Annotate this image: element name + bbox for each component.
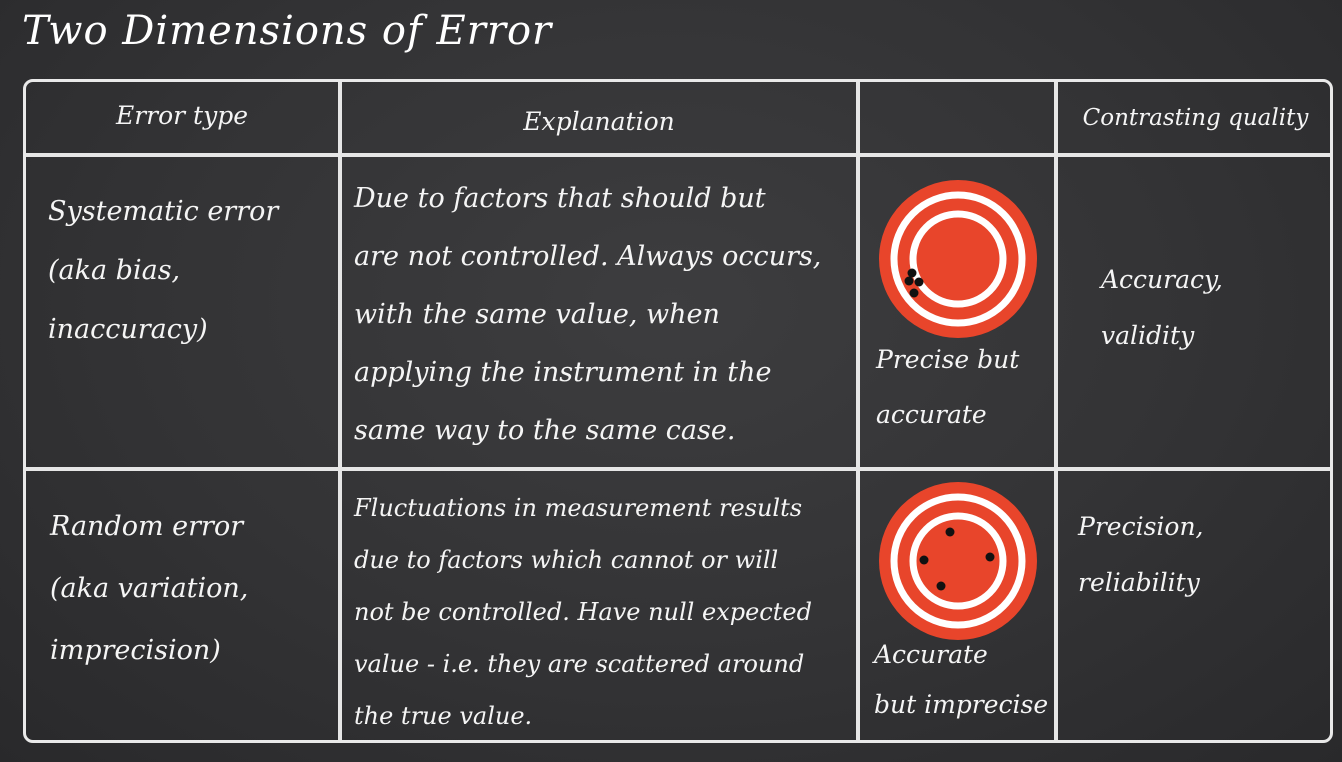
row1-error-type-line: Systematic error bbox=[48, 196, 279, 227]
header-contrasting-quality: Contrasting quality bbox=[1082, 105, 1309, 131]
row1-explanation-line: with the same value, when bbox=[354, 299, 720, 330]
row1-explanation: Due to factors that should but are not c… bbox=[354, 170, 854, 460]
column-divider bbox=[1054, 82, 1058, 740]
row1-error-type-line: inaccuracy) bbox=[48, 314, 208, 345]
row1-error-type: Systematic error (aka bias, inaccuracy) bbox=[48, 182, 338, 359]
row2-explanation-line: value - i.e. they are scattered around bbox=[354, 650, 805, 678]
row1-quality: Accuracy, validity bbox=[1101, 252, 1331, 364]
row1-explanation-line: same way to the same case. bbox=[354, 415, 736, 446]
row1-caption-line: accurate bbox=[876, 400, 987, 429]
row2-quality-line: Precision, bbox=[1078, 512, 1204, 541]
row1-quality-line: Accuracy, bbox=[1101, 265, 1223, 294]
row1-explanation-line: applying the instrument in the bbox=[354, 357, 772, 388]
header-illustration bbox=[860, 82, 1054, 148]
row2-caption: Accurate but imprecise bbox=[874, 630, 1054, 730]
row-divider bbox=[26, 153, 1330, 157]
row1-error-type-line: (aka bias, bbox=[48, 255, 181, 286]
row2-error-type-line: imprecision) bbox=[50, 635, 221, 666]
row2-explanation-line: Fluctuations in measurement results bbox=[354, 494, 803, 522]
row2-quality-line: reliability bbox=[1078, 568, 1200, 597]
row1-quality-line: validity bbox=[1101, 321, 1195, 350]
row1-caption-line: Precise but bbox=[876, 345, 1020, 374]
error-table: Error type Explanation Contrasting quali… bbox=[23, 79, 1333, 743]
row2-caption-line: Accurate bbox=[874, 640, 988, 669]
row2-error-type-line: Random error bbox=[50, 511, 244, 542]
row-divider bbox=[26, 467, 1330, 471]
header-error-type: Error type bbox=[115, 100, 249, 130]
column-divider bbox=[338, 82, 342, 740]
row1-explanation-line: are not controlled. Always occurs, bbox=[354, 241, 822, 272]
row2-explanation-line: not be controlled. Have null expected bbox=[354, 598, 812, 626]
page-title: Two Dimensions of Error bbox=[22, 8, 553, 54]
row1-caption: Precise but accurate bbox=[876, 332, 1054, 442]
row2-error-type: Random error (aka variation, imprecision… bbox=[50, 496, 340, 682]
target-scattered-icon bbox=[879, 482, 1037, 640]
header-explanation: Explanation bbox=[523, 106, 675, 136]
row1-explanation-line: Due to factors that should but bbox=[354, 183, 766, 214]
row2-quality: Precision, reliability bbox=[1078, 499, 1328, 611]
row2-explanation-line: due to factors which cannot or will bbox=[354, 546, 779, 574]
row2-caption-line: but imprecise bbox=[874, 690, 1049, 719]
row2-error-type-line: (aka variation, bbox=[50, 573, 249, 604]
target-biased-icon bbox=[879, 180, 1037, 338]
row2-explanation-line: the true value. bbox=[354, 702, 533, 730]
row2-explanation: Fluctuations in measurement results due … bbox=[354, 482, 854, 742]
column-divider bbox=[856, 82, 860, 740]
